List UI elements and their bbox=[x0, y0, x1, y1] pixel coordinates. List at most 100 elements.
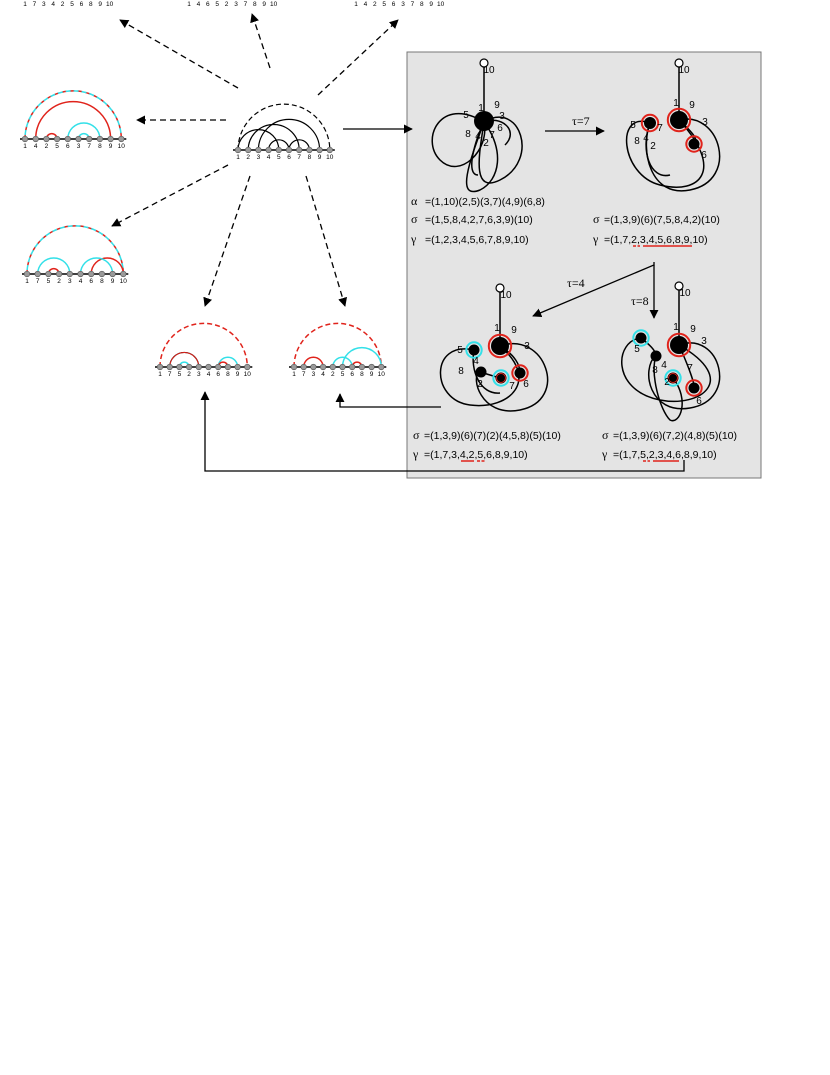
vertex bbox=[474, 111, 494, 131]
vertex bbox=[688, 382, 700, 394]
alpha-symbol: α bbox=[411, 194, 418, 208]
sigma-symbol: σ bbox=[411, 212, 418, 226]
node bbox=[45, 270, 52, 278]
node bbox=[118, 135, 125, 143]
half-edge-label: 10 bbox=[678, 65, 690, 76]
vertex bbox=[650, 350, 662, 362]
map1-alpha: =(1,10)(2,5)(3,7)(4,9)(6,8) bbox=[425, 196, 545, 208]
vertex bbox=[495, 372, 507, 384]
node bbox=[109, 270, 116, 278]
arc bbox=[268, 139, 290, 151]
vertex bbox=[475, 366, 487, 378]
tick-label: 10 bbox=[244, 371, 252, 378]
half-edge-label: 8 bbox=[652, 365, 658, 376]
tick-label: 6 bbox=[66, 143, 70, 150]
half-edge-label: 9 bbox=[689, 100, 695, 111]
tau-label-left: τ=4 bbox=[567, 276, 585, 290]
arc bbox=[26, 225, 125, 275]
node bbox=[75, 135, 82, 143]
vertex-ring-cyan bbox=[465, 341, 483, 359]
arc bbox=[302, 356, 324, 368]
tick-label: 6 bbox=[80, 1, 84, 8]
map4-gamma: =(1,7,5,2,3,4,6,8,9,10) bbox=[613, 449, 717, 461]
node bbox=[215, 363, 222, 371]
half-edge-label: 4 bbox=[475, 131, 481, 142]
arc bbox=[237, 103, 331, 151]
sigma-symbol: σ bbox=[602, 428, 609, 442]
vertex-ring-red bbox=[668, 373, 678, 383]
tick-label: 5 bbox=[341, 371, 345, 378]
tick-label: 5 bbox=[277, 154, 281, 161]
node bbox=[244, 363, 251, 371]
tick-label: 1 bbox=[354, 1, 358, 8]
half-edge-label: 5 bbox=[634, 344, 640, 355]
half-edge-label: 7 bbox=[687, 363, 693, 374]
tick-label: 8 bbox=[98, 143, 102, 150]
node bbox=[224, 363, 231, 371]
arrow-to-top-left bbox=[119, 19, 239, 89]
arc bbox=[24, 90, 123, 140]
half-edge-label: 1 bbox=[673, 322, 679, 333]
tick-label: 9 bbox=[262, 1, 266, 8]
tick-label: 8 bbox=[308, 154, 312, 161]
arrow-to-bot-b bbox=[305, 175, 348, 307]
node bbox=[77, 270, 84, 278]
tick-label: 3 bbox=[68, 278, 72, 285]
node bbox=[88, 270, 95, 278]
node bbox=[107, 135, 114, 143]
tick-label: 7 bbox=[168, 371, 172, 378]
node bbox=[275, 146, 282, 154]
tick-label: 8 bbox=[360, 371, 364, 378]
vertex bbox=[491, 337, 509, 355]
arc bbox=[34, 100, 112, 140]
tick-label: 9 bbox=[429, 1, 433, 8]
tick-label: 9 bbox=[109, 143, 113, 150]
tick-label: 2 bbox=[61, 1, 65, 8]
half-edge-label: 2 bbox=[650, 141, 656, 152]
arc bbox=[79, 257, 114, 275]
tick-label: 10 bbox=[118, 143, 126, 150]
half-edge-label: 2 bbox=[483, 138, 489, 149]
solid-arrows bbox=[200, 124, 685, 472]
root-vertex bbox=[479, 58, 489, 68]
tick-label: 7 bbox=[297, 154, 301, 161]
dashed-arrows bbox=[111, 13, 399, 307]
node bbox=[34, 270, 41, 278]
node bbox=[32, 135, 39, 143]
vertex-ring-red bbox=[666, 107, 692, 133]
tick-label: 1 bbox=[23, 143, 27, 150]
node bbox=[176, 363, 183, 371]
node bbox=[368, 363, 375, 371]
root-vertex bbox=[495, 283, 505, 293]
tick-label: 6 bbox=[287, 154, 291, 161]
map3-equations: σ =(1,3,9)(6)(7)(2)(4,5,8)(5)(10) γ =(1,… bbox=[412, 428, 561, 462]
tick-label: 4 bbox=[207, 371, 211, 378]
gamma-symbol: γ bbox=[410, 232, 417, 246]
tick-label: 8 bbox=[100, 278, 104, 285]
half-edge-label: 2 bbox=[477, 379, 483, 390]
tick-label: 7 bbox=[87, 143, 91, 150]
tick-label: 5 bbox=[178, 371, 182, 378]
node bbox=[306, 146, 313, 154]
node bbox=[205, 363, 212, 371]
tick-label: 9 bbox=[236, 371, 240, 378]
arc bbox=[341, 346, 383, 368]
half-edge-label: 10 bbox=[679, 288, 691, 299]
vertex bbox=[635, 332, 647, 344]
tick-label: 9 bbox=[370, 371, 374, 378]
edge bbox=[472, 349, 501, 394]
vertex-ring-red bbox=[511, 364, 529, 382]
tick-label: 3 bbox=[77, 143, 81, 150]
vertex bbox=[644, 117, 656, 129]
tick-label: 6 bbox=[216, 371, 220, 378]
node bbox=[66, 270, 73, 278]
tick-label: 10 bbox=[270, 1, 278, 8]
arrow-map3-to-bot-b bbox=[335, 393, 441, 408]
half-edge-label: 4 bbox=[643, 133, 649, 144]
